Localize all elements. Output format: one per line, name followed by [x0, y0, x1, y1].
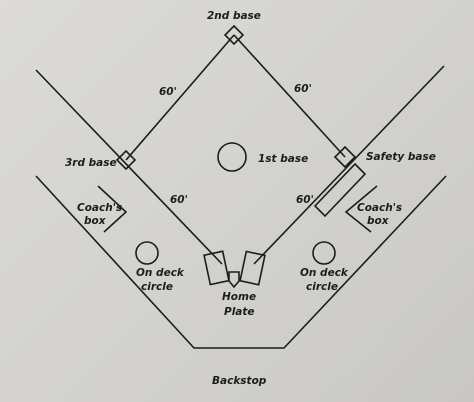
label-backstop: Backstop [212, 375, 267, 387]
coach-box-left [97, 185, 128, 233]
basepath-third-to-second [125, 34, 235, 161]
label-dist-top-right: 60' [294, 83, 312, 95]
label-coach-box-right-1: Coach's [357, 202, 402, 214]
backstop-fence [35, 175, 447, 349]
batters-box-right [239, 250, 266, 286]
coach-box-right [344, 185, 378, 233]
label-coach-box-left-1: Coach's [77, 202, 122, 214]
label-on-deck-left-1: On deck [136, 267, 185, 279]
label-dist-bottom-right: 60' [296, 194, 314, 206]
label-on-deck-right-2: circle [306, 281, 338, 293]
pitchers-circle [217, 142, 247, 172]
on-deck-circle-left [135, 241, 159, 265]
label-on-deck-left-2: circle [141, 281, 173, 293]
basepath-second-to-first [233, 34, 346, 158]
right-foul-line [253, 65, 445, 265]
label-safety-base: Safety base [366, 151, 436, 163]
label-home-plate-1: Home [222, 291, 256, 303]
second-base [223, 24, 245, 46]
first-base [333, 145, 357, 169]
label-second-base: 2nd base [207, 10, 261, 22]
label-on-deck-right-1: On deck [300, 267, 349, 279]
batters-box-left [203, 250, 230, 286]
on-deck-circle-right [312, 241, 336, 265]
safety-base [313, 162, 367, 218]
label-dist-bottom-left: 60' [170, 194, 188, 206]
label-coach-box-left-2: box [84, 215, 107, 227]
home-plate [228, 271, 240, 289]
label-third-base: 3rd base [65, 157, 117, 169]
label-coach-box-right-2: box [367, 215, 390, 227]
label-first-base: 1st base [258, 153, 308, 165]
label-home-plate-2: Plate [224, 306, 255, 318]
third-base [115, 149, 137, 171]
label-dist-top-left: 60' [159, 86, 177, 98]
